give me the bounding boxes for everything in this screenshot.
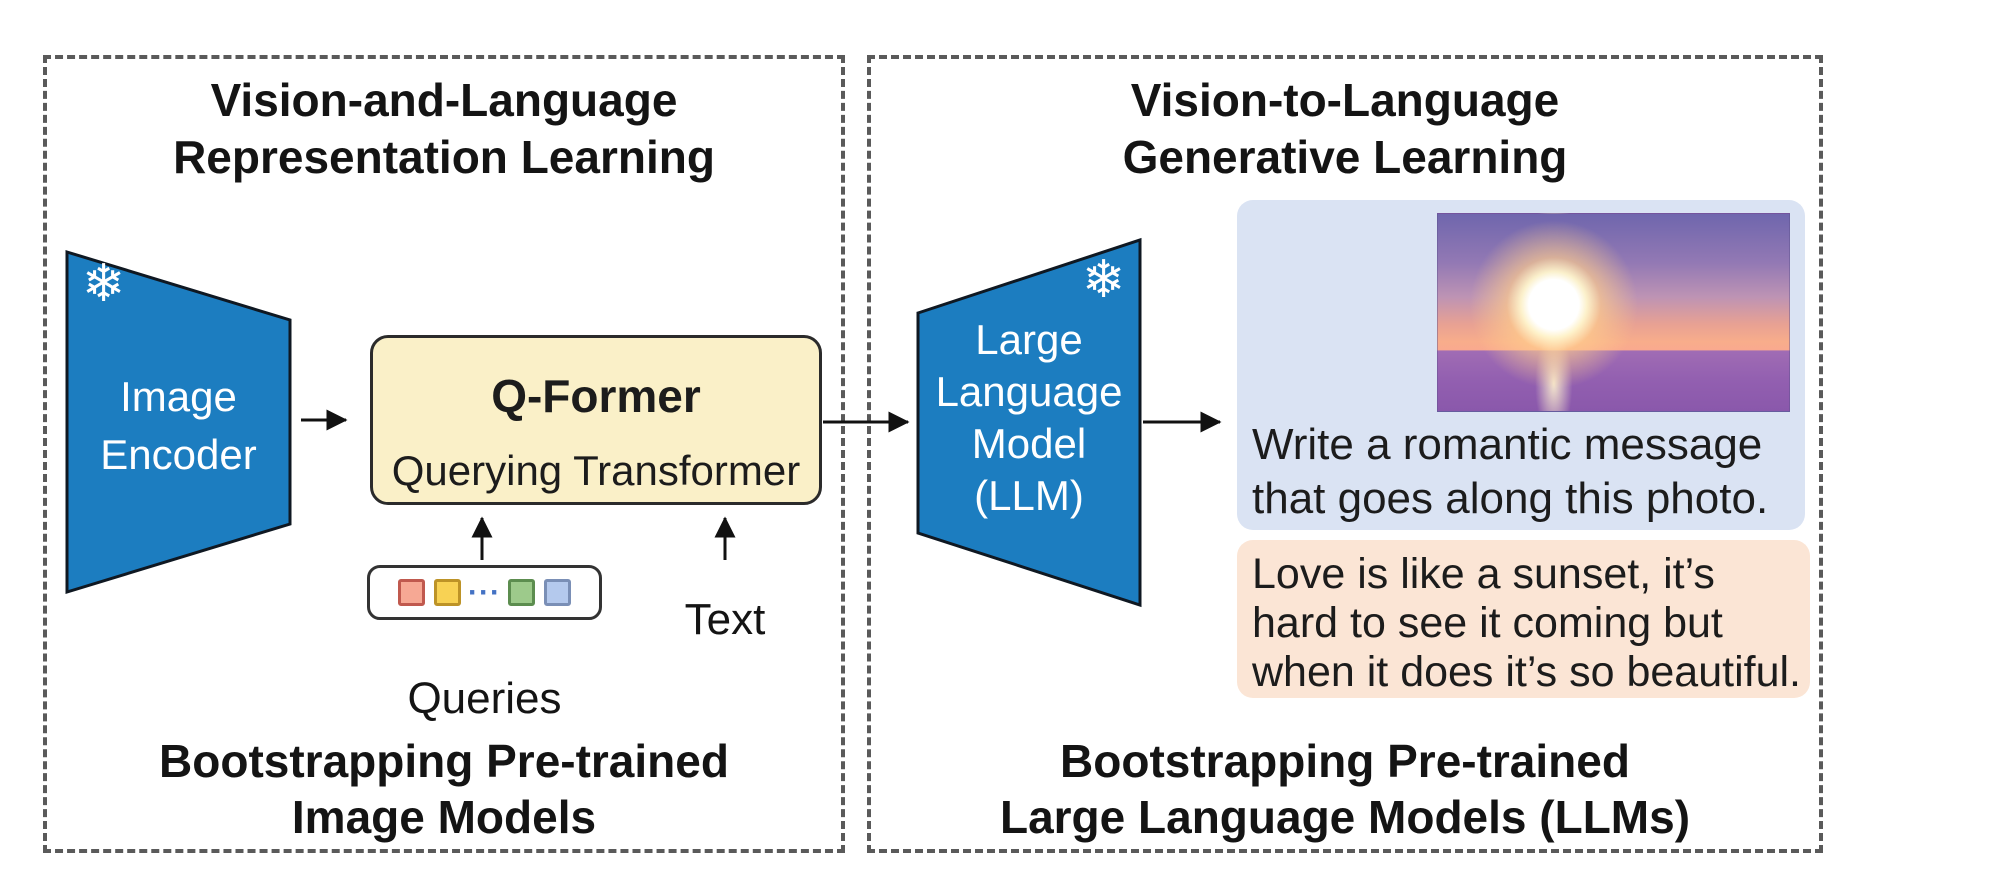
left-title-line2: Representation Learning <box>173 131 715 183</box>
prompt-text-line2: that goes along this photo. <box>1252 474 1769 523</box>
left-panel-title: Vision-and-Language Representation Learn… <box>43 72 845 186</box>
llm-label: Large Language Model (LLM) <box>918 314 1140 522</box>
sunset-photo <box>1437 213 1790 412</box>
ellipsis-dots: ··· <box>468 576 501 609</box>
response-text-line1: Love is like a sunset, it’s <box>1252 550 1715 598</box>
left-caption-line2: Image Models <box>291 791 597 843</box>
left-panel-caption: Bootstrapping Pre-trained Image Models <box>43 733 845 845</box>
queries-label: Queries <box>407 674 562 723</box>
llm-label-line3: Model <box>971 420 1087 467</box>
right-caption-line1: Bootstrapping Pre-trained <box>1060 735 1630 787</box>
right-title-line1: Vision-to-Language <box>1130 74 1560 126</box>
query-token-red <box>398 579 425 606</box>
prompt-text-line1: Write a romantic message <box>1252 420 1763 469</box>
image-encoder-label-line1: Image <box>120 373 237 420</box>
right-title-line2: Generative Learning <box>1122 131 1568 183</box>
image-encoder-label-line2: Encoder <box>100 431 257 478</box>
qformer-title: Q-Former <box>491 370 701 422</box>
right-panel-caption: Bootstrapping Pre-trained Large Language… <box>867 733 1823 845</box>
llm-label-line4: (LLM) <box>974 472 1084 519</box>
prompt-bubble: Write a romantic message that goes along… <box>1237 200 1805 530</box>
prompt-text: Write a romantic message that goes along… <box>1252 418 1768 526</box>
response-text-line3: when it does it’s so beautiful. <box>1252 648 1801 696</box>
llm-label-line1: Large <box>975 316 1083 363</box>
response-text: Love is like a sunset, it’s hard to see … <box>1252 550 1801 697</box>
query-token-yellow <box>434 579 461 606</box>
response-bubble: Love is like a sunset, it’s hard to see … <box>1237 540 1810 698</box>
query-token-green <box>507 579 535 606</box>
image-encoder-label: Image Encoder <box>67 368 290 484</box>
frozen-snowflake-icon: ❄ <box>82 255 126 313</box>
right-panel-title: Vision-to-Language Generative Learning <box>867 72 1823 186</box>
generative-learning-panel <box>867 55 1823 853</box>
text-input-label: Text <box>684 595 766 644</box>
left-caption-line1: Bootstrapping Pre-trained <box>159 735 729 787</box>
qformer-subtitle: Querying Transformer <box>391 447 801 494</box>
learned-queries-box: ··· <box>367 565 602 620</box>
qformer-box: Q-Former Querying Transformer <box>370 335 822 505</box>
llm-label-line2: Language <box>935 368 1123 415</box>
right-caption-line2: Large Language Models (LLMs) <box>999 791 1691 843</box>
left-title-line1: Vision-and-Language <box>210 74 678 126</box>
frozen-snowflake-icon: ❄ <box>1082 251 1126 309</box>
representation-learning-panel <box>43 55 845 853</box>
response-text-line2: hard to see it coming but <box>1252 599 1723 647</box>
query-token-blue <box>543 579 571 606</box>
